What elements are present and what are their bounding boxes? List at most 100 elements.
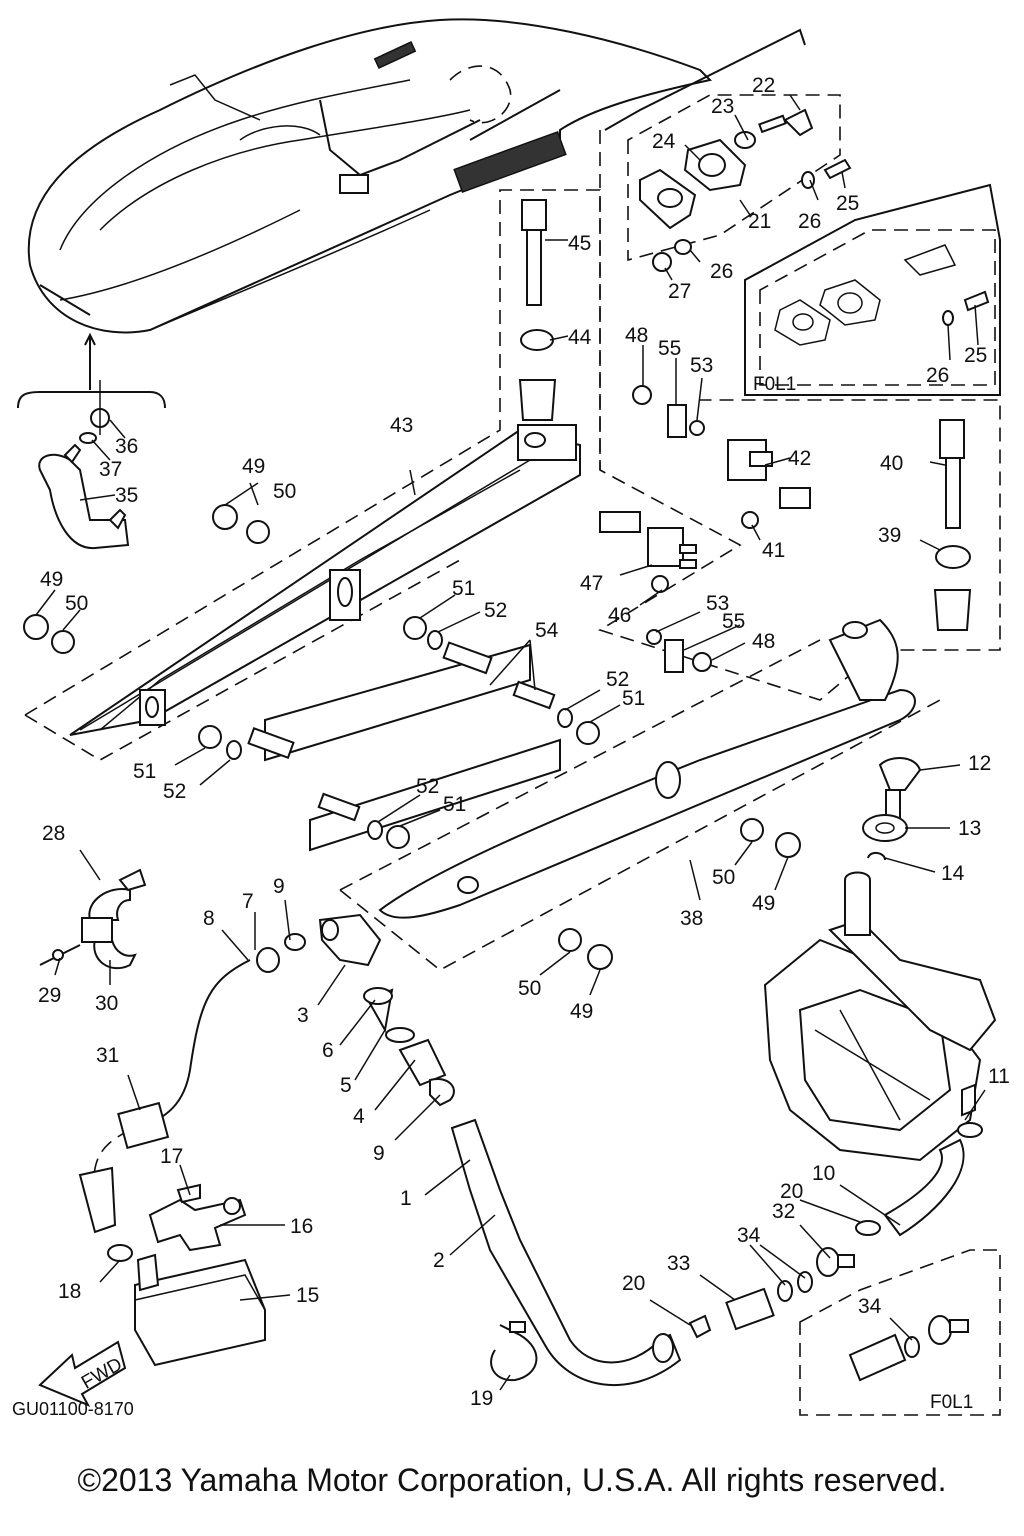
callout: 32 xyxy=(772,1200,795,1223)
group-bracket-35-37 xyxy=(17,391,166,409)
callout: 51 xyxy=(452,577,475,600)
callout: 12 xyxy=(968,752,991,775)
callout: 51 xyxy=(622,687,645,710)
callout: 26 xyxy=(926,364,949,387)
variant-tag-bottom: F0L1 xyxy=(930,1392,973,1413)
callout: 25 xyxy=(836,192,859,215)
fwd-label: FWD xyxy=(78,1354,126,1394)
cooling-pipe-1-2 xyxy=(450,1118,682,1387)
outlet-fittings xyxy=(256,913,455,1107)
callout: 55 xyxy=(722,610,745,633)
callout: 10 xyxy=(812,1162,835,1185)
callout: 26 xyxy=(798,210,821,233)
callout: 49 xyxy=(40,568,63,591)
fwd-arrow-icon: FWD xyxy=(38,1340,127,1408)
callout: 20 xyxy=(622,1272,645,1295)
callout: 44 xyxy=(568,326,592,349)
callout: 37 xyxy=(99,458,122,481)
nuts-washers xyxy=(23,504,801,970)
callout: 22 xyxy=(752,74,775,97)
callout: 46 xyxy=(608,604,631,627)
f0l1-variant-box-bottom xyxy=(799,1249,1001,1416)
bilge-fitting-kit xyxy=(604,28,852,272)
callout: 51 xyxy=(443,793,466,816)
bolt-set-54 xyxy=(247,641,561,852)
callout: 49 xyxy=(570,1000,593,1023)
frame-assembly-outline xyxy=(24,130,1001,971)
callout: 39 xyxy=(878,524,901,547)
drawing-code: GU01100-8170 xyxy=(12,1399,134,1419)
callout: 23 xyxy=(711,95,734,118)
callout: 53 xyxy=(706,592,729,615)
variant-tag-top: F0L1 xyxy=(753,374,796,395)
callout: 49 xyxy=(752,892,775,915)
hose-10 xyxy=(855,1122,983,1237)
jet-pump-housing xyxy=(763,871,997,1162)
callout: 2 xyxy=(433,1249,445,1272)
callout: 42 xyxy=(788,447,811,470)
cable-tie-19 xyxy=(490,1321,538,1382)
callout: 36 xyxy=(115,435,138,458)
copyright-notice: ©2013 Yamaha Motor Corporation, U.S.A. A… xyxy=(77,1462,947,1498)
callout: 34 xyxy=(737,1224,761,1247)
callout: 52 xyxy=(163,780,186,803)
callout: 20 xyxy=(780,1180,803,1203)
callout: 24 xyxy=(652,130,676,153)
callout: 35 xyxy=(115,484,138,507)
watercraft-illustration xyxy=(27,18,713,390)
callout: 19 xyxy=(470,1387,493,1410)
callout: 3 xyxy=(297,1004,309,1027)
callout: 11 xyxy=(988,1065,1010,1088)
callout: 30 xyxy=(95,992,118,1015)
callout: 50 xyxy=(273,480,296,503)
callout: 50 xyxy=(712,866,735,889)
callout: 52 xyxy=(484,599,507,622)
callout: 50 xyxy=(65,592,88,615)
drain-plug-set xyxy=(862,757,922,861)
callout: 34 xyxy=(858,1295,882,1318)
callout: 26 xyxy=(710,260,733,283)
callout: 13 xyxy=(958,817,981,840)
callout: 53 xyxy=(690,354,713,377)
callout: 49 xyxy=(242,455,265,478)
callout: 14 xyxy=(941,862,965,885)
callout: 50 xyxy=(518,977,541,1000)
callout: 29 xyxy=(38,984,61,1007)
callout: 9 xyxy=(373,1142,385,1165)
callout: 48 xyxy=(625,324,648,347)
callout: 9 xyxy=(273,875,285,898)
frame-rail-38 xyxy=(378,618,916,919)
callout: 15 xyxy=(296,1284,319,1307)
callout: 5 xyxy=(340,1074,352,1097)
callout: 16 xyxy=(290,1215,313,1238)
callout: 51 xyxy=(133,760,156,783)
callout: 33 xyxy=(667,1252,690,1275)
callout: 52 xyxy=(416,775,439,798)
callout: 31 xyxy=(96,1044,119,1067)
callout: 18 xyxy=(58,1280,81,1303)
callout: 38 xyxy=(680,907,703,930)
callout: 41 xyxy=(762,539,785,562)
clip-28-30 xyxy=(39,868,147,970)
small-fasteners xyxy=(632,385,712,673)
cooling-fittings xyxy=(688,1247,855,1339)
callout: 43 xyxy=(390,414,413,437)
callout: 7 xyxy=(242,890,254,913)
callout: 8 xyxy=(203,907,215,930)
frame-rail-43 xyxy=(69,424,581,736)
callout: 40 xyxy=(880,452,903,475)
callout: 6 xyxy=(322,1039,334,1062)
callout: 25 xyxy=(964,344,987,367)
hose-and-canister xyxy=(78,959,266,1367)
leader-lines xyxy=(35,94,986,1391)
callout: 52 xyxy=(606,668,629,691)
callout: 4 xyxy=(353,1105,365,1128)
clamp-blocks xyxy=(599,439,811,593)
callout: 45 xyxy=(568,232,591,255)
callout: 48 xyxy=(752,630,775,653)
callout: 27 xyxy=(668,280,691,303)
callout: 55 xyxy=(658,337,681,360)
callout: 47 xyxy=(580,572,603,595)
callout-numbers: 1 2 3 4 5 6 7 8 9 9 10 11 12 13 14 15 16… xyxy=(38,74,1010,1410)
vent-fittings xyxy=(518,199,972,631)
